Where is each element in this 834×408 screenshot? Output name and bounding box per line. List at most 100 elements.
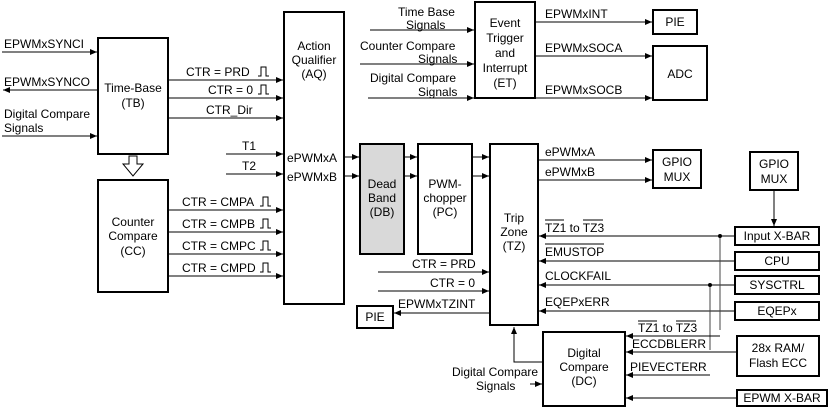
ctr-cmpb-label: CTR = CMPB: [182, 217, 255, 231]
counter-compare-block: Counter Compare (CC): [97, 179, 169, 293]
aq-epwmxa-output: ePWMxA: [287, 151, 359, 165]
epwmxsynci-label: EPWMxSYNCI: [4, 37, 84, 51]
cc-cmpb-signal: CTR = CMPB: [168, 217, 283, 235]
eccdblerr-signal: ECCDBLERR: [626, 337, 737, 355]
tb-ctr-0-signal: CTR = 0: [168, 83, 283, 101]
eccdblerr-label: ECCDBLERR: [632, 337, 706, 351]
emustop-signal: EMUSTOP: [539, 243, 735, 264]
gpio-mux-in-block: GPIO MUX: [749, 151, 799, 191]
counter-compare-label-3: (CC): [120, 244, 145, 258]
pulse-icon: [260, 196, 271, 207]
epwmxsocb-label: EPWMxSOCB: [545, 83, 622, 97]
aq-epwmxb-label: ePWMxB: [287, 170, 337, 184]
pulse-icon: [258, 84, 269, 95]
tb-ctr-dir-signal: CTR_Dir: [168, 103, 283, 121]
eqepx-label: EQEPx: [757, 304, 796, 318]
epwmxint-output: EPWMxINT: [535, 7, 652, 25]
out-epwmxb-label: ePWMxB: [545, 165, 595, 179]
ctr-prd-label: CTR = PRD: [186, 65, 250, 79]
ram-flash-ecc-block: 28x RAM/ Flash ECC: [736, 335, 820, 377]
tb-to-cc-hollow-arrow: [121, 155, 145, 177]
gpio-mux-in-label-1: GPIO: [759, 157, 789, 171]
time-base-label-2: (TB): [121, 96, 144, 110]
event-trigger-label-1: Event: [490, 16, 521, 30]
epwm-xbar-block: EPWM X-BAR: [736, 389, 828, 407]
pulse-icon: [258, 66, 269, 77]
dc-tz1-tz3-label: TZ1 to TZ3: [638, 321, 697, 335]
digital-compare-label-3: (DC): [571, 374, 596, 388]
counter-compare-label-2: Compare: [108, 229, 158, 243]
epwm-xbar-label: EPWM X-BAR: [743, 391, 821, 405]
epwmxint-label: EPWMxINT: [545, 7, 608, 21]
trip-zone-block: Trip Zone (TZ): [489, 143, 539, 326]
trip-zone-label-3: (TZ): [503, 239, 526, 253]
action-qualifier-label-1: Action: [297, 39, 330, 53]
ctr-0-label: CTR = 0: [208, 83, 253, 97]
tz-ctr-0-label: CTR = 0: [430, 276, 475, 290]
dc-signals-bottom: Digital Compare Signals: [452, 365, 542, 393]
dc-signals-left-label-1: Digital Compare: [4, 107, 90, 121]
sync-out-signal: EPWMxSYNCO: [2, 75, 98, 93]
dc-signals-bottom-label-1: Digital Compare: [452, 365, 538, 379]
time-base-label-1: Time-Base: [104, 81, 162, 95]
gpio-mux-out-label-2: MUX: [664, 170, 691, 184]
dead-band-label-1: Dead: [368, 177, 397, 191]
cc-cmpc-signal: CTR = CMPC: [168, 239, 283, 257]
pwm-chopper-block: PWM- chopper (PC): [417, 143, 473, 255]
pie-tz-block: PIE: [356, 305, 394, 329]
pie-tz-label: PIE: [365, 310, 384, 324]
dcs-signals-label-1: Digital Compare: [370, 71, 456, 85]
cc-signals-label-2: Signals: [418, 52, 457, 66]
tb-ctr-prd-signal: CTR = PRD: [168, 65, 283, 83]
trip-zone-label-1: Trip: [504, 211, 525, 225]
dc-signals-left: Digital Compare Signals: [2, 107, 97, 139]
pievecterr-label: PIEVECTERR: [630, 360, 707, 374]
event-trigger-label-3: and: [495, 46, 515, 60]
cc-cmpd-signal: CTR = CMPD: [168, 261, 283, 279]
epwmxtzint-label: EPWMxTZINT: [398, 297, 476, 311]
pulse-icon: [260, 240, 271, 251]
dc-signals-left-label-2: Signals: [4, 121, 43, 135]
input-xbar-block: Input X-BAR: [734, 226, 820, 246]
pievecterr-signal: PIEVECTERR: [626, 360, 710, 378]
dead-band-label-3: (DB): [370, 205, 395, 219]
event-trigger-label-5: (ET): [493, 76, 516, 90]
input-xbar-label: Input X-BAR: [744, 229, 811, 243]
gpio-mux-out-block: GPIO MUX: [652, 149, 702, 189]
epwmxtzint-signal: EPWMxTZINT: [394, 297, 490, 316]
time-base-block: Time-Base (TB): [97, 37, 169, 155]
cc-signals-label-1: Counter Compare: [360, 39, 456, 53]
epwmxsynco-label: EPWMxSYNCO: [4, 75, 90, 89]
ctr-cmpc-label: CTR = CMPC: [182, 239, 256, 253]
eqepxerr-label: EQEPxERR: [545, 295, 610, 309]
aq-epwmxa-label: ePWMxA: [287, 151, 337, 165]
emustop-label: EMUSTOP: [545, 245, 604, 259]
event-trigger-label-2: Trigger: [486, 31, 524, 45]
tb-signals-label-1: Time Base: [398, 5, 455, 19]
digital-compare-label-2: Compare: [559, 360, 609, 374]
tz-ctr-0-signal: CTR = 0: [378, 276, 489, 294]
tz1-tz3-label: TZ1 to TZ3: [545, 221, 604, 235]
dc-signals-bottom-label-2: Signals: [476, 379, 515, 393]
et-cc-signals: Counter Compare Signals: [360, 39, 474, 67]
et-dc-signals: Digital Compare Signals: [368, 71, 474, 101]
adc-block: ADC: [652, 45, 708, 101]
t2-signal: T2: [226, 159, 283, 177]
counter-compare-label-1: Counter: [112, 215, 155, 229]
sysctrl-tap-dot: [708, 283, 712, 287]
cc-cmpa-signal: CTR = CMPA: [168, 195, 283, 213]
pulse-icon: [260, 218, 271, 229]
event-trigger-label-4: Interrupt: [483, 61, 528, 75]
t2-label: T2: [242, 159, 256, 173]
cpu-block: CPU: [734, 251, 820, 271]
epwmxsoca-output: EPWMxSOCA: [535, 41, 652, 59]
event-trigger-block: Event Trigger and Interrupt (ET): [474, 1, 536, 99]
dcs-signals-label-2: Signals: [418, 85, 457, 99]
aq-epwmxb-output: ePWMxB: [287, 170, 359, 184]
tz-ctr-prd-label: CTR = PRD: [412, 257, 476, 271]
tz-ctr-prd-signal: CTR = PRD: [378, 257, 489, 275]
tz-epwmxa-output: ePWMxA: [538, 145, 652, 163]
out-epwmxa-label: ePWMxA: [545, 145, 595, 159]
action-qualifier-block: Action Qualifier (AQ): [283, 11, 345, 305]
